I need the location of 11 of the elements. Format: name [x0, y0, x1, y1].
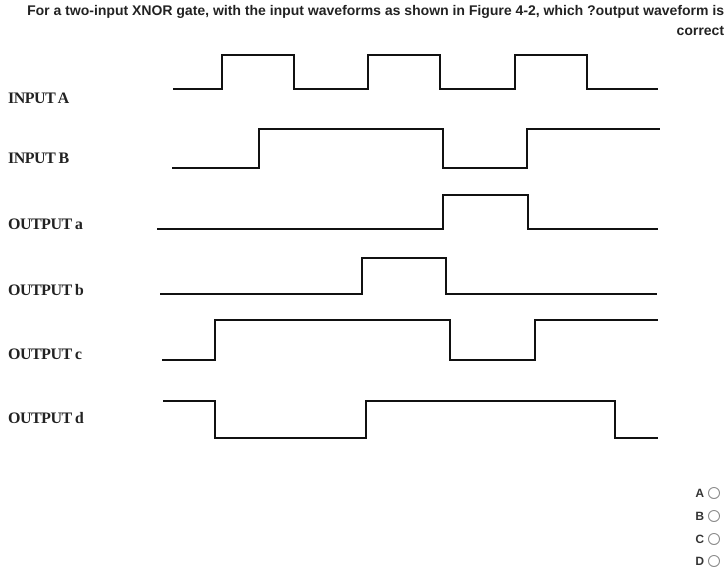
option-letter: D: [695, 554, 704, 568]
signal-label: OUTPUT a: [8, 216, 82, 234]
signal-label: INPUT B: [8, 150, 69, 168]
signal-label: OUTPUT d: [8, 410, 84, 428]
signal-label: OUTPUT b: [8, 282, 84, 300]
option-letter: B: [695, 509, 704, 523]
signal-label: OUTPUT c: [8, 346, 82, 364]
signal-label: INPUT A: [8, 90, 69, 108]
option-letter: C: [695, 532, 704, 546]
option-letter: A: [695, 486, 704, 500]
question-text: For a two-input XNOR gate, with the input waveforms as shown in Figure 4-2, which ?output waveform is correct: [26, 1, 724, 40]
